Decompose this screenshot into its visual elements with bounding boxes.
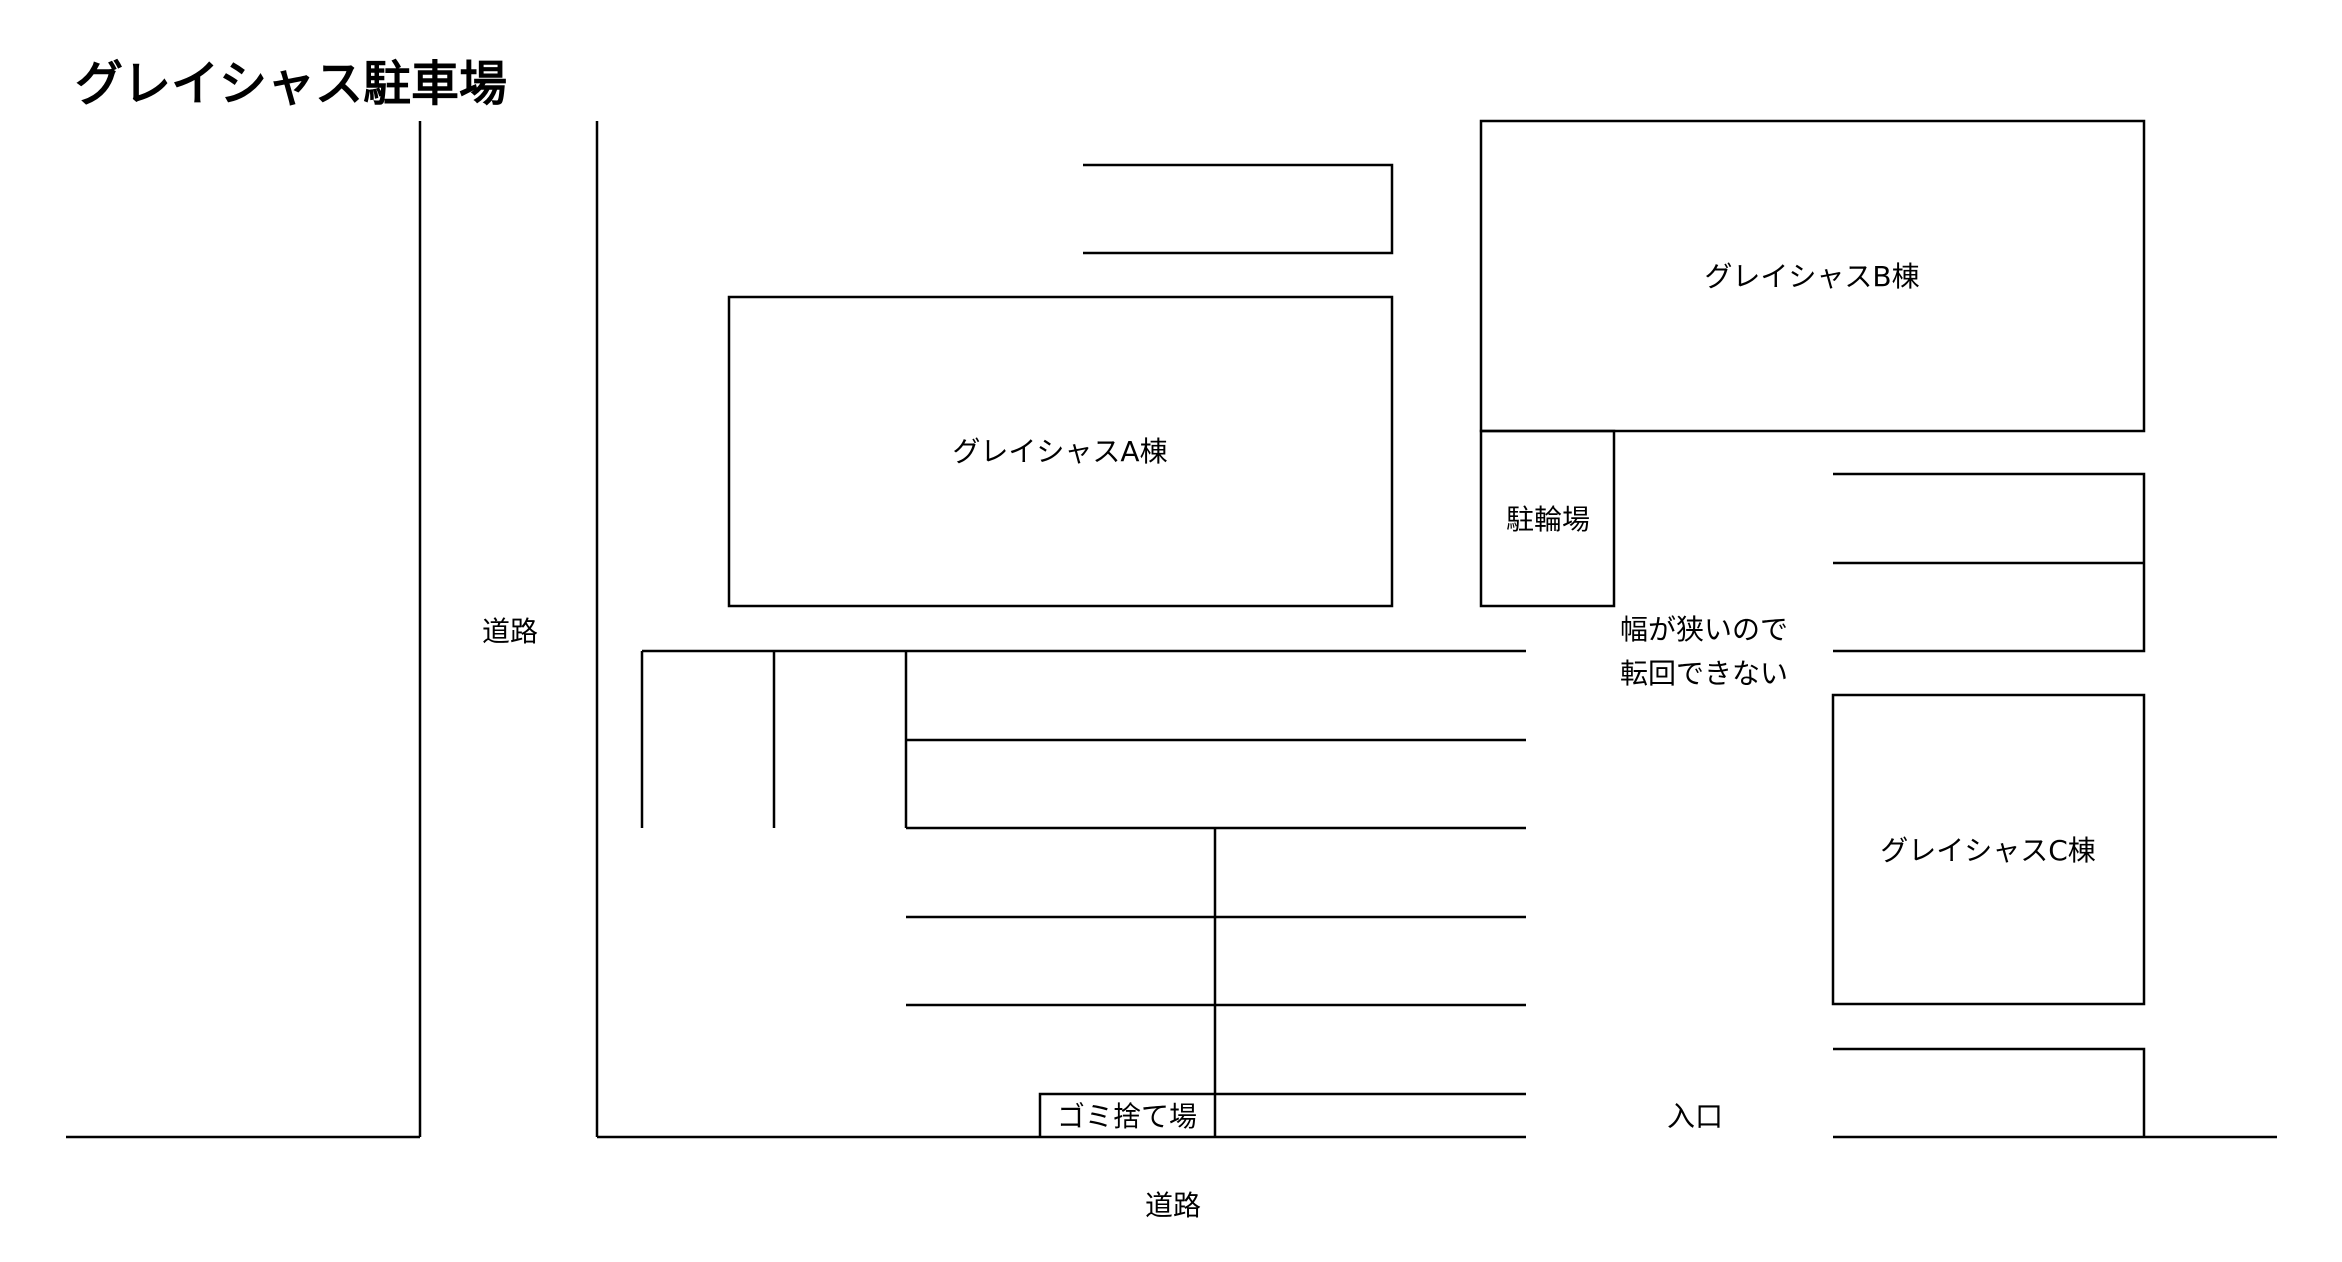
entrance-label: 入口 — [1666, 1100, 1724, 1133]
bicycle-parking — [1479, 429, 1616, 608]
building-c-label: グレイシャスC棟 — [1880, 834, 2096, 867]
parking-stall — [1083, 163, 1394, 255]
narrow-note-line2: 転回できない — [1620, 657, 1789, 690]
building-b-label: グレイシャスB棟 — [1704, 260, 1920, 293]
narrow-note-line1: 幅が狭いので — [1620, 613, 1789, 646]
building-a — [727, 295, 1394, 608]
bicycle-parking-label: 駐輪場 — [1505, 503, 1591, 536]
map-title: グレイシャス駐車場 — [75, 56, 508, 112]
garbage-area-label: ゴミ捨て場 — [1056, 1100, 1198, 1133]
building-c — [1831, 693, 2146, 1006]
road-left-label: 道路 — [481, 615, 539, 648]
building-a-label: グレイシャスA棟 — [952, 435, 1168, 468]
parking-stall — [1833, 1047, 2146, 1137]
road-bottom-label: 道路 — [1144, 1189, 1202, 1222]
garbage-area-box — [1038, 1092, 1215, 1137]
building-b — [1479, 119, 2146, 433]
